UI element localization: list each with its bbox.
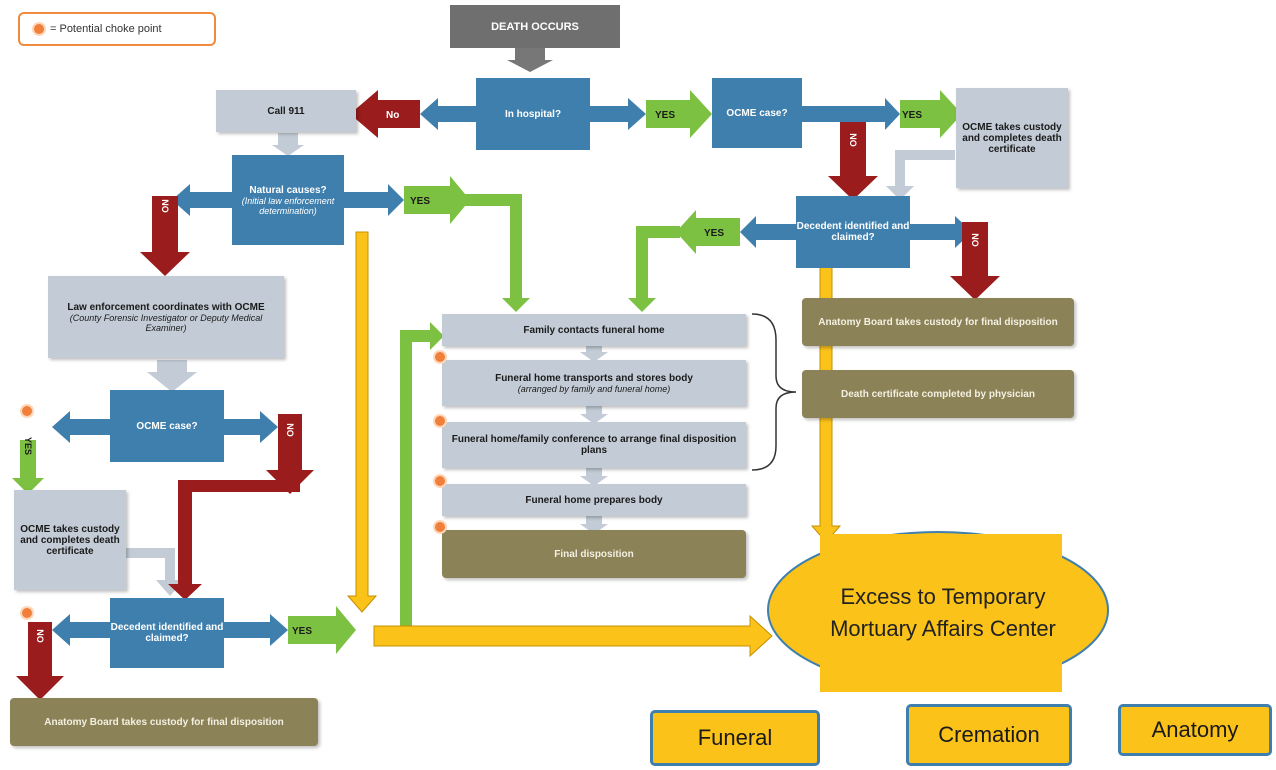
arrow-yes-natural-elbow: [460, 194, 530, 312]
arrow-yes-left-up: [400, 322, 444, 628]
death-cert-physician-box: Death certificate completed by physician: [802, 370, 1074, 418]
arrow-no-decedent-left: [16, 622, 64, 700]
arrow-yes-decedent-right-elbow: [628, 226, 680, 312]
natural-causes-sub: (Initial law enforcement determination): [241, 195, 335, 216]
label-no-call911: No: [386, 110, 399, 121]
ocme-takes-custody-right-box: OCME takes custody and completes death c…: [956, 88, 1068, 188]
arrow-no-ocme-top: [828, 122, 878, 200]
arrow-yes-hospital: [646, 90, 712, 138]
legend: = Potential choke point: [18, 12, 216, 46]
arrow-no-ocme-left-elbow: [168, 480, 300, 600]
in-hospital-box: In hospital?: [476, 78, 590, 150]
anatomy-board-left-box: Anatomy Board takes custody for final di…: [10, 698, 318, 746]
funeral-transports-box: Funeral home transports and stores body …: [442, 360, 746, 406]
arrow-yes-decedent-left: [288, 606, 356, 654]
anatomy-board-right-box: Anatomy Board takes custody for final di…: [802, 298, 1074, 346]
label-no-decedent-right: NO: [970, 233, 980, 247]
arrow-ocme-top-horizontal: [800, 98, 900, 130]
choke-point-icon: [433, 520, 447, 534]
cremation-box: Cremation: [906, 704, 1072, 766]
choke-point-icon: [433, 414, 447, 428]
arrow-yellow-vertical-left: [346, 231, 378, 613]
natural-causes-label: Natural causes?: [249, 184, 327, 196]
ocme-takes-custody-left-box: OCME takes custody and completes death c…: [14, 490, 126, 590]
choke-point-icon: [433, 350, 447, 364]
arrow-death-to-hospital: [507, 48, 553, 72]
family-contacts-box: Family contacts funeral home: [442, 314, 746, 346]
law-enforcement-sub: (County Forensic Investigator or Deputy …: [69, 312, 263, 333]
label-no-natural: NO: [160, 199, 170, 213]
choke-point-icon: [20, 606, 34, 620]
call-911-box: Call 911: [216, 90, 356, 132]
funeral-transports-label: Funeral home transports and stores body: [495, 372, 693, 384]
mortuary-center-shape: [767, 531, 1109, 692]
ocme-case-left-box: OCME case?: [110, 390, 224, 462]
arrow-no-decedent-right: [950, 222, 1000, 300]
bracket: [751, 313, 797, 471]
label-yes-decedent-right: YES: [704, 228, 724, 239]
choke-point-icon: [32, 22, 46, 36]
arrow-no-natural: [140, 196, 190, 276]
funeral-box: Funeral: [650, 710, 820, 766]
choke-point-icon: [433, 474, 447, 488]
arrow-no-call911: [350, 90, 420, 138]
arrow-yes-ocme-left: [12, 440, 44, 494]
arrow-call911-to-natural: [272, 133, 304, 156]
label-yes-natural: YES: [410, 196, 430, 207]
arrow-yes-natural: [404, 176, 470, 224]
law-enforcement-box: Law enforcement coordinates with OCME (C…: [48, 276, 284, 358]
mortuary-center-label: Excess to Temporary Mortuary Affairs Cen…: [830, 584, 1056, 641]
decedent-identified-right-box: Decedent identified and claimed?: [796, 196, 910, 268]
funeral-prepares-box: Funeral home prepares body: [442, 484, 746, 516]
arrow-law-to-ocme: [147, 360, 197, 392]
anatomy-box: Anatomy: [1118, 704, 1272, 756]
decedent-identified-left-box: Decedent identified and claimed?: [110, 598, 224, 668]
funeral-transports-sub: (arranged by family and funeral home): [517, 383, 671, 394]
funeral-conference-box: Funeral home/family conference to arrang…: [442, 422, 746, 468]
label-no-ocme-top: NO: [848, 133, 858, 147]
label-yes-ocme-top: YES: [902, 110, 922, 121]
arrow-yes-decedent-right: [676, 210, 740, 254]
natural-causes-box: Natural causes? (Initial law enforcement…: [232, 155, 344, 245]
choke-point-icon: [20, 404, 34, 418]
arrow-yellow-horizontal: [373, 614, 773, 658]
ocme-case-top-box: OCME case?: [712, 78, 802, 148]
arrow-no-ocme-left: [266, 414, 314, 494]
legend-text: = Potential choke point: [50, 23, 162, 35]
arrow-ocme-right-down: [886, 150, 955, 200]
death-occurs-box: DEATH OCCURS: [450, 5, 620, 48]
label-no-ocme-left: NO: [285, 423, 295, 437]
law-enforcement-label: Law enforcement coordinates with OCME: [67, 301, 265, 313]
label-yes-decedent-left: YES: [292, 626, 312, 637]
arrow-yes-ocme-top: [900, 90, 962, 138]
label-yes-hospital: YES: [655, 110, 675, 121]
label-yes-ocme-left: YES: [23, 437, 33, 455]
final-disposition-box: Final disposition: [442, 530, 746, 578]
label-no-decedent-left: NO: [35, 629, 45, 643]
